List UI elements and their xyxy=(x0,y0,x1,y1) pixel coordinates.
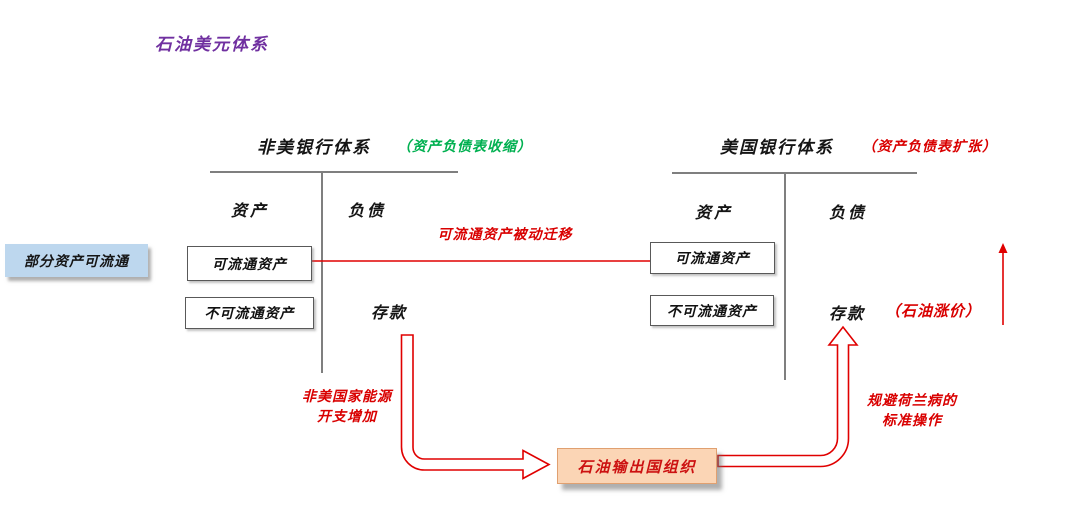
left-flow-label-line2: 开支增加 xyxy=(317,410,377,425)
migration-arrow xyxy=(311,256,664,266)
left-t-account-lines xyxy=(210,171,458,373)
opec-box: 石油输出国组织 xyxy=(557,448,717,484)
opec-box-label: 石油输出国组织 xyxy=(577,459,697,476)
left-elbow-arrow xyxy=(400,334,551,480)
left-flow-label-line1: 非美国家能源 xyxy=(302,390,392,405)
right-liabilities-label: 负债 xyxy=(828,205,867,222)
left-assets-label: 资产 xyxy=(230,203,269,220)
left-liabilities-label: 负债 xyxy=(347,203,386,220)
right-flow-label: 规避荷兰病的 标准操作 xyxy=(832,392,992,432)
right-flow-label-line1: 规避荷兰病的 xyxy=(867,394,957,409)
left-panel-subtitle: （资产负债表收缩） xyxy=(397,140,532,155)
left-panel-title: 非美银行体系 xyxy=(257,138,371,157)
right-nontradable-assets-box: 不可流通资产 xyxy=(650,295,774,326)
left-tradable-assets-box: 可流通资产 xyxy=(187,246,312,281)
right-tradable-assets-box: 可流通资产 xyxy=(650,242,775,274)
left-nontradable-assets-box: 不可流通资产 xyxy=(185,297,314,329)
right-tradable-assets-label: 可流通资产 xyxy=(675,252,750,267)
right-panel-title: 美国银行体系 xyxy=(720,138,834,157)
right-assets-label: 资产 xyxy=(694,205,733,222)
left-nontradable-assets-label: 不可流通资产 xyxy=(204,307,295,322)
partial-assets-callout: 部分资产可流通 xyxy=(5,244,148,277)
deposits-up-arrow xyxy=(998,243,1008,325)
migration-arrow-label: 可流通资产被动迁移 xyxy=(437,228,573,243)
right-flow-label-line2: 标准操作 xyxy=(882,414,942,429)
left-flow-label: 非美国家能源 开支增加 xyxy=(267,388,427,428)
right-panel-subtitle: （资产负债表扩张） xyxy=(862,140,997,155)
oil-price-rise-note: （石油涨价） xyxy=(885,304,982,320)
right-deposits-label: 存款 xyxy=(828,306,865,323)
page-title: 石油美元体系 xyxy=(155,35,269,54)
right-elbow-arrow xyxy=(717,325,859,468)
partial-assets-callout-label: 部分资产可流通 xyxy=(24,254,129,270)
left-deposits-label: 存款 xyxy=(370,305,407,322)
right-nontradable-assets-label: 不可流通资产 xyxy=(667,304,757,320)
left-tradable-assets-label: 可流通资产 xyxy=(212,257,287,273)
right-t-account-lines xyxy=(672,172,917,380)
